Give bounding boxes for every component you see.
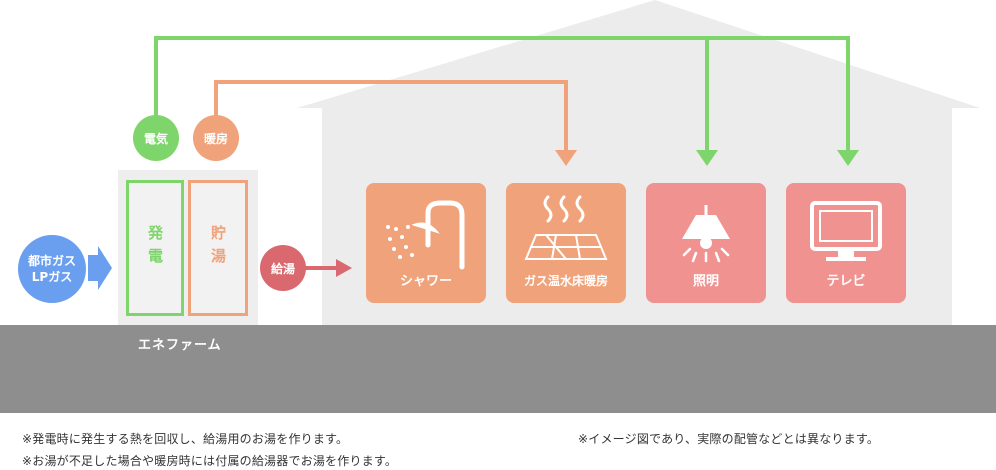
floor-heating-label: ガス温水床暖房 [523,274,608,288]
electricity-arrow-tv [837,150,859,166]
generator-label: 発電 [146,225,164,271]
hot-water-arrow [336,259,352,277]
floor-heating-icon [524,195,608,260]
shower-icon [386,200,465,270]
electricity-label: 電気 [143,131,168,146]
appliance-lamp: 照明 [646,183,766,303]
storage-label: 貯湯 [209,225,227,271]
appliance-tv: テレビ [786,183,906,303]
electricity-arrow-lamp [696,150,718,166]
heating-label: 暖房 [203,131,228,146]
hot-water-label: 給湯 [270,261,295,276]
tv-icon [810,201,882,261]
generator-column: 発電 [126,180,184,316]
hot-water-badge: 給湯 [260,245,306,291]
lp-gas-label: LPガス [31,270,73,284]
appliance-floor-heating: ガス温水床暖房 [506,183,626,303]
storage-column: 貯湯 [188,180,248,316]
gas-arrow [88,246,112,290]
note-image-disclaimer: ※イメージ図であり、実際の配管などとは異なります。 [578,432,880,446]
electricity-line [154,36,850,152]
unit-name: エネファーム [138,338,222,353]
shower-label: シャワー [399,274,452,289]
tv-label: テレビ [826,274,866,289]
heating-badge: 暖房 [193,115,239,161]
appliance-shower: シャワー [366,183,486,303]
gas-source-badge: 都市ガス LPガス [18,235,86,303]
note-backup-heater: ※お湯が不足した場合や暖房時には付属の給湯器でお湯を作ります。 [22,454,398,468]
heating-arrow [555,150,577,166]
city-gas-label: 都市ガス [27,254,76,268]
note-heat-recovery: ※発電時に発生する熱を回収し、給湯用のお湯を作ります。 [22,432,349,446]
electricity-badge: 電気 [133,115,179,161]
lamp-label: 照明 [692,274,719,289]
lamp-icon [682,205,730,263]
heating-line [214,80,568,152]
ground [0,325,996,413]
